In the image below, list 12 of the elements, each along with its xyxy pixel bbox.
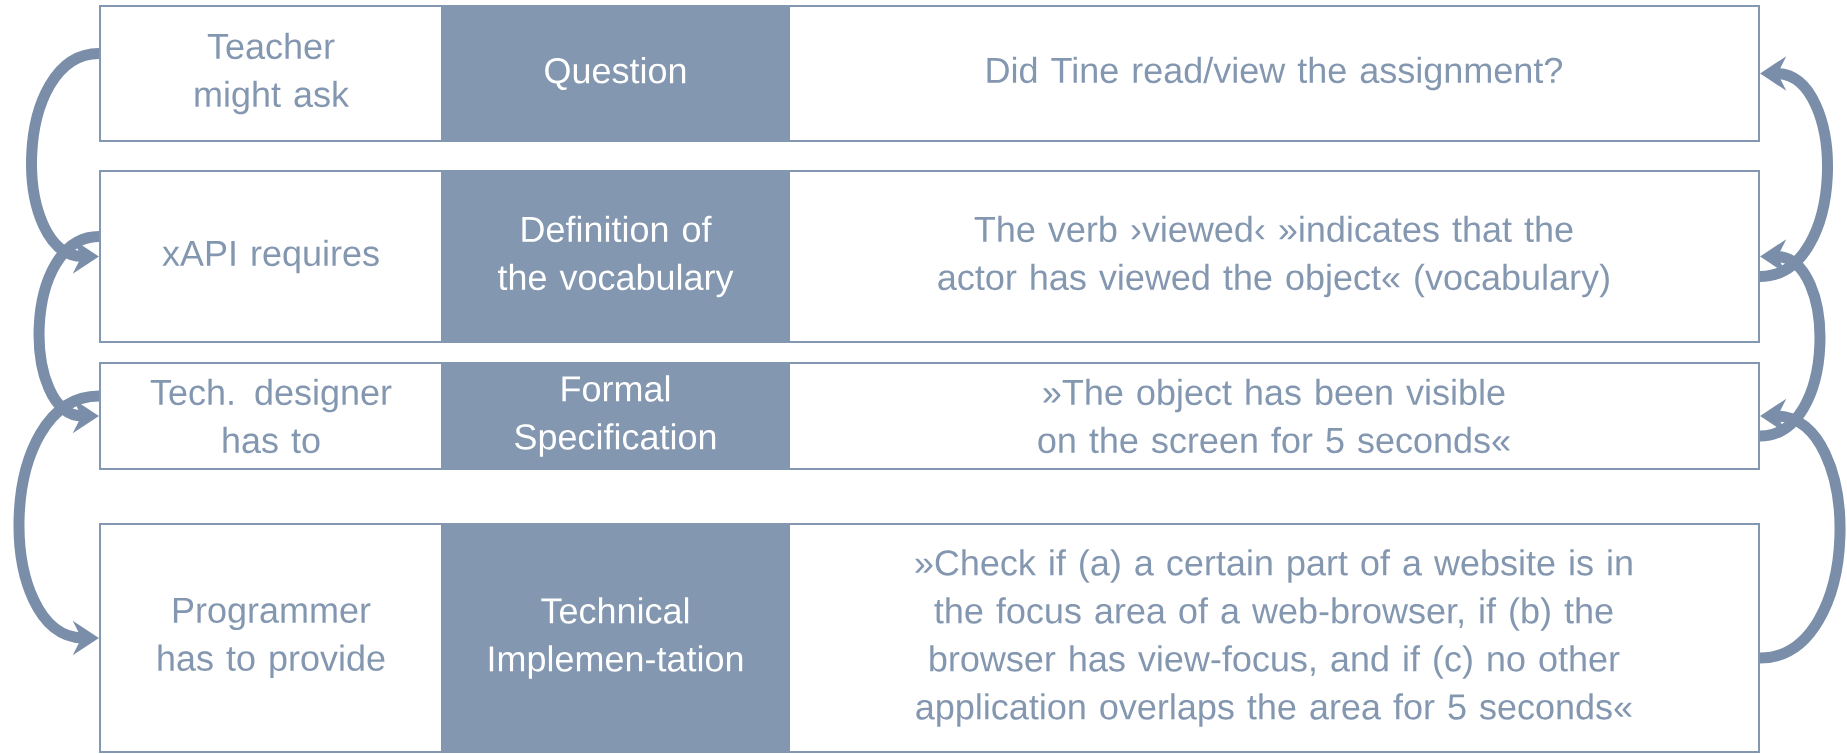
role-cell: xAPI requires	[99, 170, 443, 343]
heading-cell: Formal Specification	[441, 362, 790, 470]
role-cell: Tech. designer has to	[99, 362, 443, 470]
description-cell: The verb ›viewed‹ »indicates that the actor has viewed the object« (vocabulary)	[788, 170, 1760, 343]
description-cell: Did Tine read/view the assignment?	[788, 5, 1760, 142]
role-cell: Teacher might ask	[99, 5, 443, 142]
role-cell: Programmer has to provide	[99, 523, 443, 753]
heading-cell: Technical Implemen-tation	[441, 523, 790, 753]
description-cell: »The object has been visible on the screen for 5 seconds«	[788, 362, 1760, 470]
heading-cell: Definition of the vocabulary	[441, 170, 790, 343]
description-cell: »Check if (a) a certain part of a website is in the focus area of a web-browser, if (b) the browser has view-focus, and if (c) no other application overlaps the area for 5 seconds«	[788, 523, 1760, 753]
heading-cell: Question	[441, 5, 790, 142]
